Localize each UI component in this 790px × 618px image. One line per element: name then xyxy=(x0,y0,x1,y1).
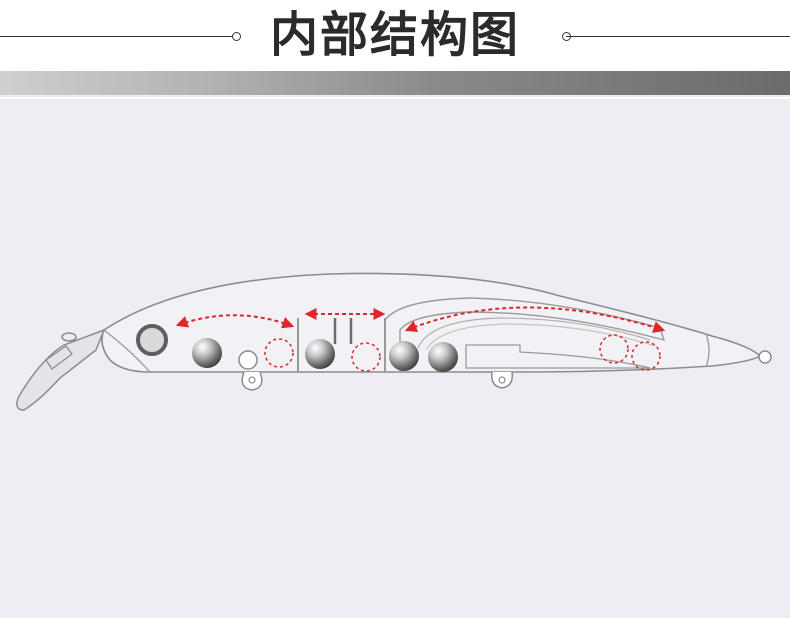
ghost-ball-3 xyxy=(599,334,629,364)
header-gradient-banner xyxy=(0,71,790,95)
eyelet-hole-front xyxy=(248,376,256,384)
weight-ball-3 xyxy=(389,341,419,371)
move-arrow-3 xyxy=(404,306,666,333)
head-divider xyxy=(103,329,151,373)
lip-eyelet xyxy=(61,332,77,342)
header-rule-right xyxy=(566,36,790,37)
page-title: 内部结构图 xyxy=(269,7,520,63)
move-arrow-1 xyxy=(175,314,295,329)
lip-window xyxy=(45,345,73,370)
banner-divider xyxy=(0,97,790,99)
ghost-ball-2 xyxy=(351,342,381,372)
eyelet-hole-rear xyxy=(498,376,506,384)
rear-compartment xyxy=(465,344,651,369)
header: 内部结构图 xyxy=(0,0,790,71)
hook-ring-front xyxy=(238,350,258,370)
weight-ball-1 xyxy=(192,338,222,368)
tail-eyelet xyxy=(758,350,772,364)
ghost-ball-1 xyxy=(264,338,294,368)
weight-ball-2 xyxy=(305,339,335,369)
tail-segment xyxy=(705,333,710,368)
rule-dot-left xyxy=(232,32,241,41)
header-rule-left xyxy=(0,36,236,37)
weight-rail-outer xyxy=(384,297,666,372)
lure-lip xyxy=(16,328,106,411)
ghost-ball-4 xyxy=(631,341,661,371)
lure-eye xyxy=(136,324,168,356)
weight-ball-4 xyxy=(428,342,458,372)
